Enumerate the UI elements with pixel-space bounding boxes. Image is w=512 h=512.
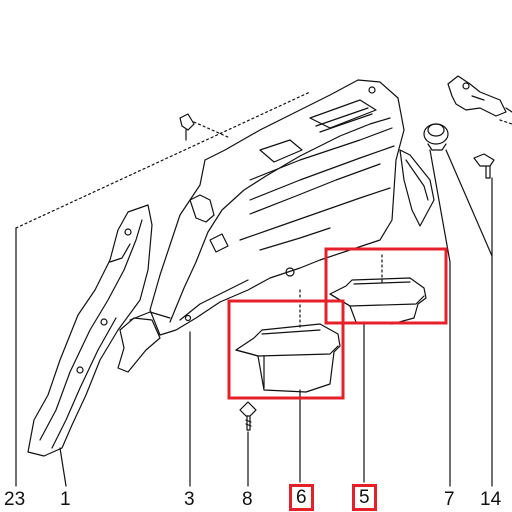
- part-14-screw: [473, 153, 495, 487]
- part-6-tray: [235, 289, 341, 393]
- callout-7: 7: [444, 489, 455, 510]
- part-1-side-trim: [27, 204, 153, 457]
- callout-3: 3: [184, 489, 195, 510]
- callout-8: 8: [242, 489, 253, 510]
- callout-1: 1: [60, 489, 71, 510]
- part-3-main-panel: [117, 79, 405, 373]
- leader-1: [59, 447, 67, 487]
- bracket-part: [447, 75, 512, 125]
- highlight-box-6: [227, 299, 345, 400]
- highlight-box-5: [324, 247, 448, 325]
- callout-5: 5: [352, 484, 377, 511]
- callout-23: 23: [4, 489, 26, 510]
- leader-23-dashed: [15, 91, 311, 229]
- part-7-cover: [399, 149, 451, 487]
- part-8-screw: [239, 401, 257, 487]
- callout-14: 14: [480, 489, 502, 510]
- callout-6: 6: [289, 484, 314, 511]
- plug-part: [423, 123, 493, 257]
- leader-bracket: [193, 121, 231, 139]
